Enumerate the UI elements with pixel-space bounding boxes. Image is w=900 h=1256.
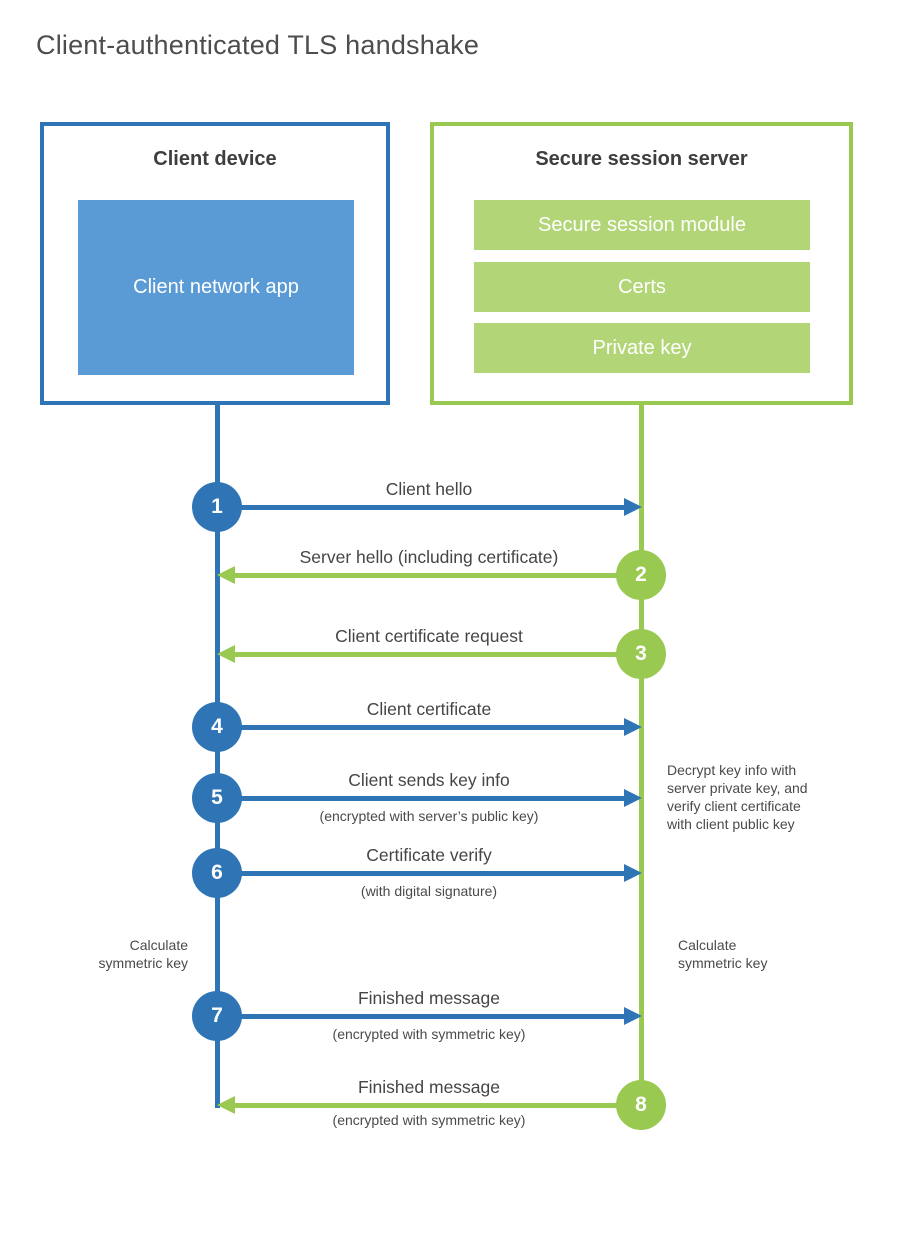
message-1-step-circle: 1 (192, 482, 242, 532)
message-1-label: Client hello (385, 479, 473, 499)
message-6-step-circle: 6 (192, 848, 242, 898)
message-3-step-circle: 3 (616, 629, 666, 679)
message-6-arrowhead-icon (624, 864, 642, 882)
message-8-sublabel: (encrypted with symmetric key) (332, 1112, 526, 1128)
server-title: Secure session server (535, 148, 748, 170)
message-4-arrow-line (217, 725, 624, 730)
client-device-title: Client device (153, 148, 277, 170)
message-7-sublabel: (encrypted with symmetric key) (332, 1026, 526, 1042)
page-title: Client-authenticated TLS handshake (36, 30, 480, 60)
message-5-label: Client sends key info (348, 770, 510, 790)
calculate-symmetric-key-server-note: Calculate symmetric key (678, 937, 768, 971)
message-2-step-circle: 2 (616, 550, 666, 600)
message-1-arrowhead-icon (624, 498, 642, 516)
decrypt-key-note: Decrypt key info with server private key… (667, 762, 808, 832)
server-module-private-key: Private key (474, 323, 810, 373)
message-2-label: Server hello (including certificate) (299, 547, 559, 567)
client-device-box: Client device Client network app (40, 122, 390, 405)
message-4-step-circle: 4 (192, 702, 242, 752)
message-5-sublabel: (encrypted with server’s public key) (319, 808, 539, 824)
secure-session-server-box: Secure session server Secure session mod… (430, 122, 853, 405)
message-8-arrow-line (234, 1103, 641, 1108)
message-5-step-circle: 5 (192, 773, 242, 823)
message-3-arrow-line (234, 652, 641, 657)
message-2-arrowhead-icon (217, 566, 235, 584)
message-6-arrow-line (217, 871, 624, 876)
server-lifeline (639, 405, 644, 1107)
message-6-sublabel: (with digital signature) (360, 883, 498, 899)
message-8-step-circle: 8 (616, 1080, 666, 1130)
server-module-certs: Certs (474, 262, 810, 312)
message-5-arrow-line (217, 796, 624, 801)
message-7-arrowhead-icon (624, 1007, 642, 1025)
client-network-app-label: Client network app (133, 276, 299, 298)
client-lifeline (215, 405, 220, 1108)
message-8-label: Finished message (357, 1077, 501, 1097)
message-3-arrowhead-icon (217, 645, 235, 663)
message-5-arrowhead-icon (624, 789, 642, 807)
message-1-arrow-line (217, 505, 624, 510)
message-6-label: Certificate verify (366, 845, 492, 865)
message-3-label: Client certificate request (335, 626, 523, 646)
message-7-step-circle: 7 (192, 991, 242, 1041)
message-7-arrow-line (217, 1014, 624, 1019)
message-4-arrowhead-icon (624, 718, 642, 736)
message-8-arrowhead-icon (217, 1096, 235, 1114)
message-7-label: Finished message (357, 988, 501, 1008)
calculate-symmetric-key-client-note: Calculate symmetric key (98, 937, 188, 971)
message-4-label: Client certificate (366, 699, 492, 719)
server-module-secure-session: Secure session module (474, 200, 810, 250)
message-2-arrow-line (234, 573, 641, 578)
client-network-app-box: Client network app (78, 200, 354, 375)
